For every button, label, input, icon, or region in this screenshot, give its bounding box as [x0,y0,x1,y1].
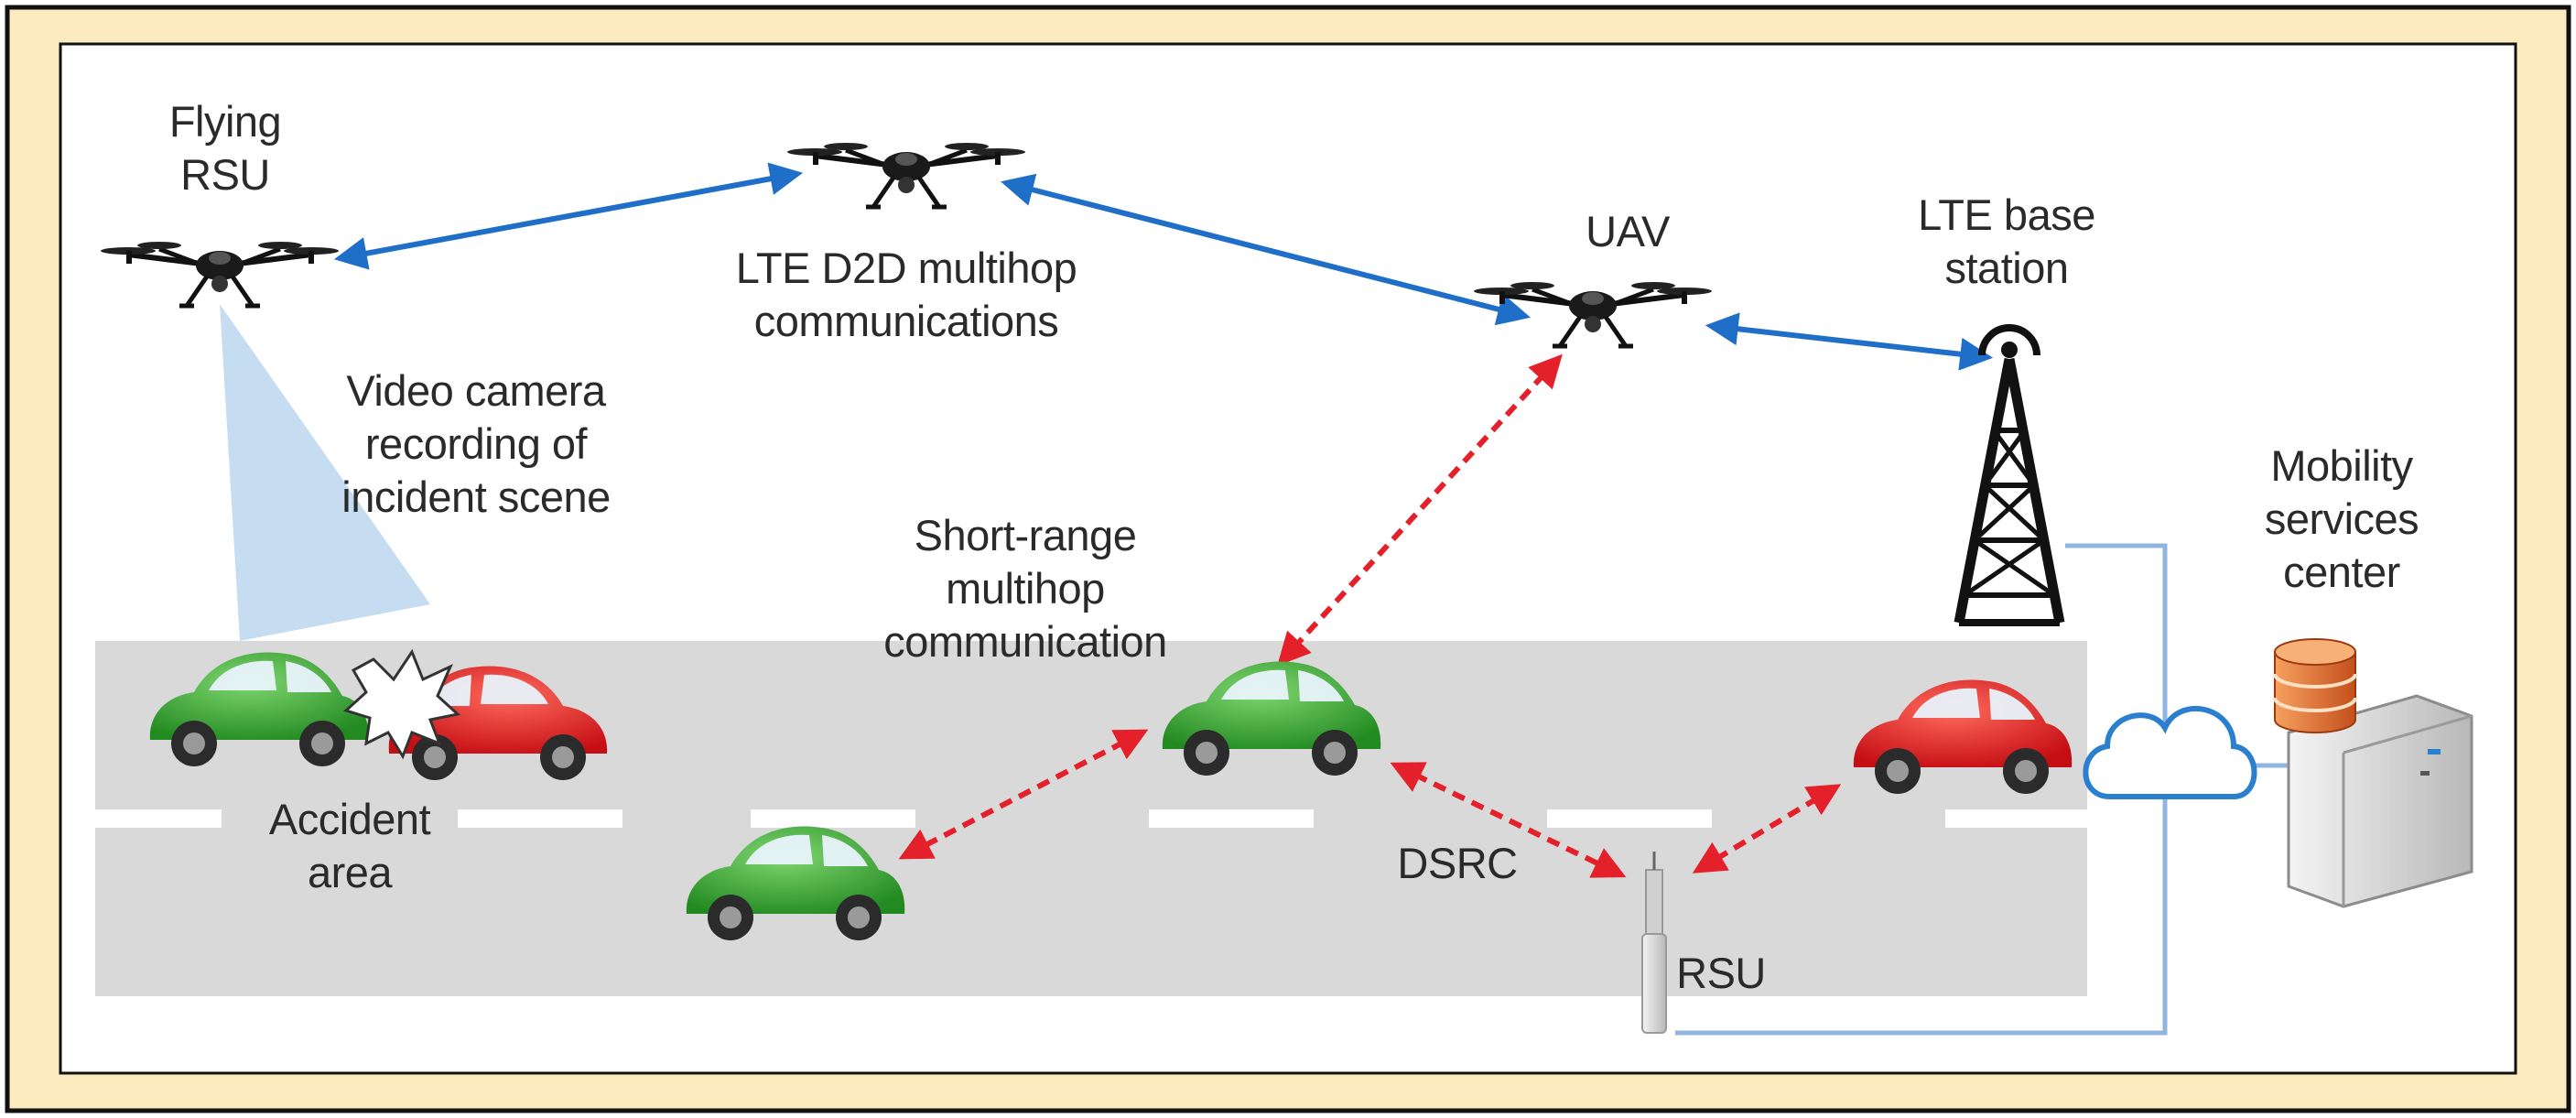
database-icon [2273,638,2357,733]
lte-d2d-label-line1: LTE D2D multihop [735,244,1077,292]
short-range-label-line2: multihop [946,564,1105,613]
dsrc-link-car-car [898,729,1149,860]
lte-base-station-label-line1: LTE base [1918,190,2095,239]
dsrc-link-uav-car [1277,353,1563,667]
wired-link-cloud-rsu [1675,795,2168,1036]
video-camera-label-line3: incident scene [341,472,611,521]
short-range-label-line1: Short-range [914,511,1137,559]
lte-d2d-label: LTE D2D multihop communications [736,242,1077,348]
accident-area-label: Accident area [268,793,431,899]
lte-link-uav-tower [1705,312,1994,371]
mobility-center-label: Mobility services center [2265,440,2419,599]
lte-link-flyingrsu-drone [333,162,804,270]
rsu-label: RSU [1676,947,1766,1000]
cloud-icon [2083,705,2257,799]
wired-link-tower-cloud [2065,543,2168,725]
server-icon [2287,694,2473,908]
lte-base-station-label: LTE base station [1918,189,2095,295]
rsu-label-text: RSU [1676,949,1766,997]
dsrc-link-rsu-car [1692,784,1842,874]
video-camera-label-line2: recording of [364,419,588,468]
dsrc-label-text: DSRC [1397,839,1518,887]
rsu-antenna-icon [1641,852,1667,1034]
mobility-center-label-line1: Mobility [2270,441,2413,490]
lte-tower-icon [1954,324,2065,626]
collision-burst-icon [343,648,461,760]
camera-view-beam [220,304,430,641]
mobility-center-label-line2: services [2264,494,2419,543]
flying-rsu-label-line1: Flying [168,97,282,146]
lte-d2d-label-line2: communications [753,297,1059,345]
accident-area-label-line2: area [307,848,393,896]
uav-label: UAV [1586,205,1670,258]
dsrc-label: DSRC [1397,837,1518,890]
accident-area-label-line1: Accident [268,795,431,843]
uav-label-text: UAV [1586,207,1670,255]
lte-base-station-label-line2: station [1944,244,2069,292]
short-range-label: Short-range multihop communication [883,509,1167,668]
mobility-center-label-line3: center [2283,548,2400,596]
flying-rsu-label-line2: RSU [180,150,270,199]
video-camera-label-line1: Video camera [346,366,606,415]
lte-link-drone-uav [1001,173,1531,326]
short-range-label-line3: communication [883,617,1167,666]
flying-rsu-label: Flying RSU [168,95,282,201]
video-camera-label: Video camera recording of incident scene [341,364,611,524]
lane-markings [95,809,2087,828]
